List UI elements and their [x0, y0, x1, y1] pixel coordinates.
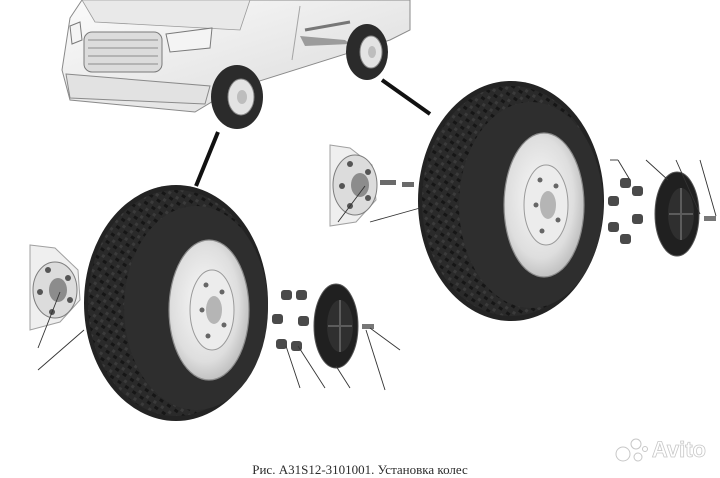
- rear-cap-screw: [704, 216, 716, 221]
- front-rim: [168, 239, 250, 381]
- rear-hub: [329, 144, 378, 227]
- van-rear-wheel: [346, 24, 388, 80]
- rear-hubcap: [654, 171, 700, 257]
- rear-leader-lines: [337, 159, 717, 223]
- van-front-wheel: [211, 65, 263, 129]
- rear-rim: [503, 132, 585, 278]
- van-grille: [83, 31, 163, 73]
- avito-dots-icon: [615, 438, 648, 462]
- front-cap-screw: [362, 324, 374, 329]
- front-leader-lines: [37, 291, 401, 391]
- front-lug-nuts: [272, 290, 309, 351]
- figure-caption: Рис. A31S12-3101001. Установка колес: [252, 462, 468, 477]
- front-hubcap: [313, 283, 359, 369]
- front-hub: [29, 244, 81, 331]
- watermark-brand: Avito: [651, 437, 706, 463]
- van-body: [61, 0, 411, 113]
- front-wheel-pointer: [194, 131, 220, 187]
- rear-wheel-pointer: [380, 78, 432, 116]
- rear-studs: [380, 180, 414, 187]
- van-headlight: [165, 27, 213, 53]
- rear-lug-nuts: [608, 178, 643, 244]
- watermark: Avito: [614, 436, 706, 464]
